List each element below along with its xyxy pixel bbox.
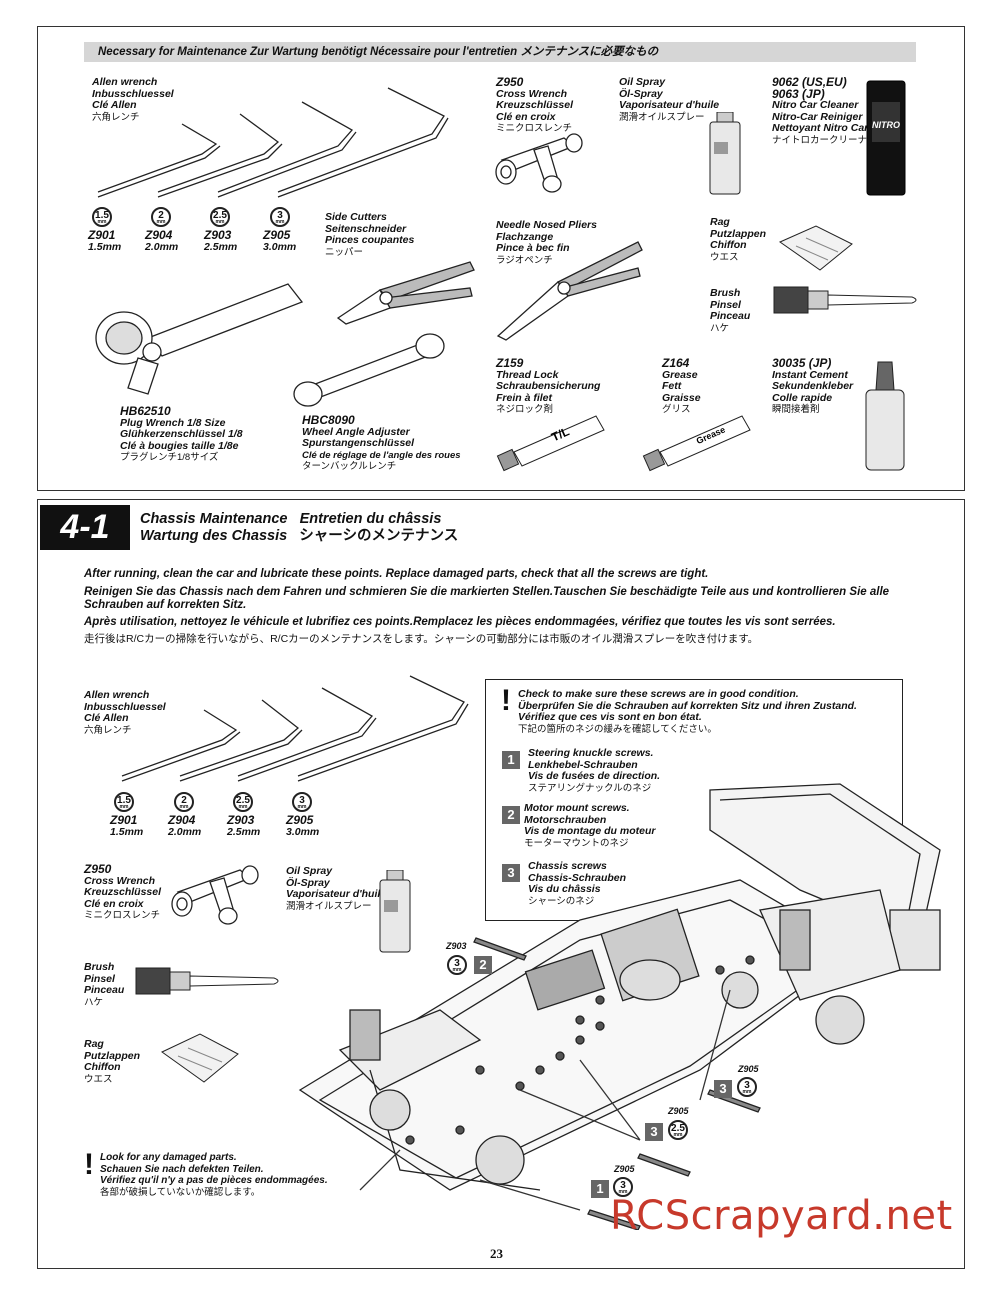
brush-icon	[773, 286, 917, 314]
cross-wrench-illustration-bottom	[171, 865, 259, 925]
damaged-parts-note: Look for any damaged parts.Schauen Sie n…	[100, 1152, 328, 1198]
check-heading: Check to make sure these screws are in g…	[518, 688, 857, 735]
nitro-cleaner-can-icon: NITRO	[866, 80, 906, 196]
wheel-adjuster-illustration	[293, 333, 445, 407]
callout-2-number: 3	[714, 1080, 732, 1098]
grease-tube-icon: Grease	[642, 415, 751, 472]
cross-wrench-illustration	[495, 133, 583, 193]
instruction-ja: 走行後はR/Cカーの掃除を行いながら、R/Cカーのメンテナンスをします。シャーシ…	[84, 633, 759, 645]
step-title: Chassis Maintenance Entretien du châssis…	[140, 511, 459, 544]
check-item-1-number: 1	[502, 751, 520, 769]
page-number: 23	[490, 1246, 503, 1261]
threadlock-tube-icon: T/L	[496, 415, 605, 472]
svg-text:T/L: T/L	[549, 424, 571, 444]
callout-2-code: Z905	[738, 1064, 759, 1074]
cement-bottle-icon	[865, 361, 905, 471]
plug-wrench-illustration	[95, 283, 304, 395]
warning-icon-damaged: !	[84, 1148, 94, 1181]
warning-icon: !	[501, 684, 511, 717]
allen-label: Allen wrench Inbusschluessel Clé Allen 六…	[92, 76, 174, 123]
svg-text:NITRO: NITRO	[872, 120, 900, 130]
rag-icon-bottom	[161, 1033, 239, 1083]
check-item-3-number: 3	[502, 864, 520, 882]
callout-4-code: Z905	[614, 1164, 635, 1174]
callout-3-code: Z905	[668, 1106, 689, 1116]
oil-spray-can-icon	[709, 112, 741, 195]
needle-pliers-illustration	[496, 241, 643, 341]
oil-spray-can-icon-bottom	[379, 870, 411, 953]
watermark: RCScrapyard.net	[610, 1193, 953, 1239]
step-number: 4-1	[40, 505, 130, 550]
instruction-fr: Après utilisation, nettoyez le véhicule …	[84, 616, 836, 628]
allen-wrenches-illustration-bottom	[121, 675, 469, 782]
allen-wrenches-illustration	[97, 87, 449, 198]
check-item-2-number: 2	[502, 806, 520, 824]
chassis-illustration	[298, 783, 941, 1230]
brush-icon-bottom	[135, 967, 279, 995]
instruction-de: Reinigen Sie das Chassis nach dem Fahren…	[84, 586, 890, 611]
side-cutters-illustration	[336, 261, 475, 325]
rag-icon	[778, 225, 853, 271]
instruction-en: After running, clean the car and lubrica…	[84, 568, 709, 580]
callout-3-number: 3	[645, 1123, 663, 1141]
callout-1-code: Z903	[446, 941, 467, 951]
callout-1-number: 2	[474, 956, 492, 974]
callout-4-number: 1	[591, 1180, 609, 1198]
check-item-1: Steering knuckle screws.Lenkhebel-Schrau…	[528, 747, 661, 794]
maintenance-header: Necessary for Maintenance Zur Wartung be…	[84, 42, 916, 62]
